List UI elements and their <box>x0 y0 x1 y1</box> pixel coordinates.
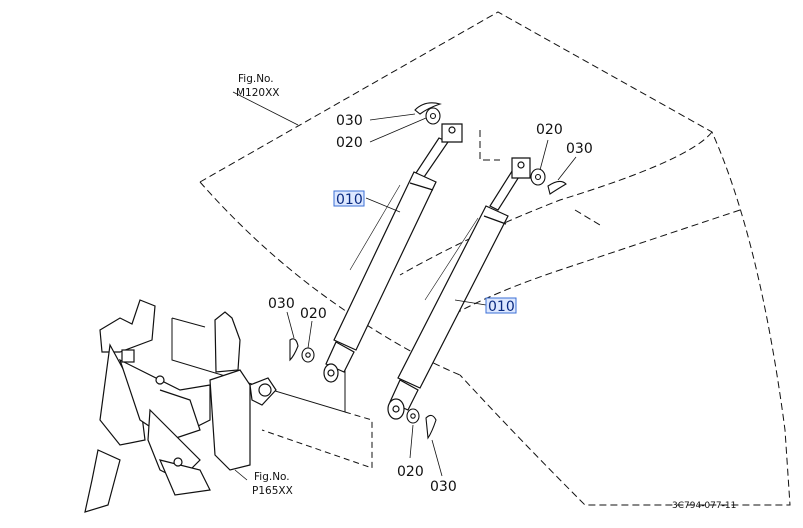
gas-strut-left <box>323 123 463 383</box>
fig-ref-top-caption: Fig.No. <box>238 73 274 85</box>
callout-010-left[interactable]: 010 <box>333 190 365 208</box>
cab-outline <box>199 11 791 506</box>
washers-and-pins <box>289 102 567 440</box>
leader-lines <box>232 91 577 481</box>
callout-020-topright[interactable]: 020 <box>536 122 563 138</box>
fig-ref-bottom-code[interactable]: P165XX <box>252 485 293 497</box>
callout-010-right-label: 010 <box>488 299 515 315</box>
callout-030-topright[interactable]: 030 <box>566 141 593 157</box>
callout-010-left-label: 010 <box>336 192 363 208</box>
callout-020-bottom[interactable]: 020 <box>397 464 424 480</box>
callout-010-right[interactable]: 010 <box>485 297 517 315</box>
callout-030-bottom[interactable]: 030 <box>430 479 457 495</box>
gas-strut-right <box>387 157 531 420</box>
callout-020-mid[interactable]: 020 <box>300 306 327 322</box>
fig-ref-bottom-caption: Fig.No. <box>254 471 290 483</box>
mounting-bracket <box>84 299 277 513</box>
figure-ref-bottom[interactable]: Fig.No. P165XX <box>252 471 293 497</box>
figure-ref-top[interactable]: Fig.No. M120XX <box>236 73 280 99</box>
callout-030-mid[interactable]: 030 <box>268 296 295 312</box>
callout-030-top[interactable]: 030 <box>336 113 363 129</box>
drawing-number: 3C794-077-11 <box>672 501 736 511</box>
fig-ref-top-code[interactable]: M120XX <box>236 87 280 99</box>
callout-020-top[interactable]: 020 <box>336 135 363 151</box>
